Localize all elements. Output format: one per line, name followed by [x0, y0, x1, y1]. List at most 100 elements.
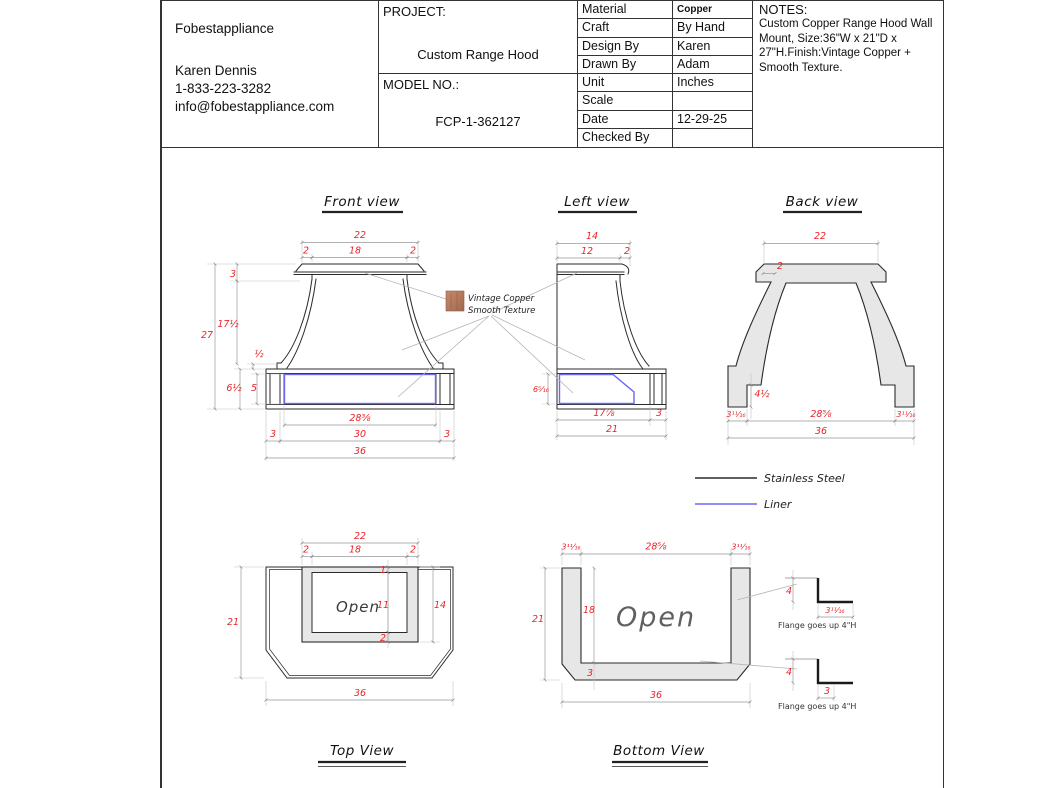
spec-value: 12-29-25	[677, 111, 728, 126]
left-crown-outline	[556, 263, 630, 410]
back-hood-silhouette	[727, 263, 915, 408]
front-ext-left	[207, 263, 300, 410]
company-info-cell: Fobestappliance Karen Dennis 1-833-223-3…	[161, 1, 379, 147]
spec-label: Design By	[578, 37, 673, 55]
front-dim-inner-w: 30	[354, 429, 366, 440]
flange2-dim-width: 3	[824, 686, 830, 697]
top-dim-top-total: 22	[354, 531, 366, 542]
spec-label: Drawn By	[578, 55, 673, 73]
spec-row-date: Date 12-29-25	[578, 110, 752, 129]
project-label: PROJECT:	[383, 4, 446, 19]
bottom-dim-wall-left: 3¹¹⁄₁₆	[561, 543, 581, 552]
front-dim-liner-h: 5	[251, 383, 257, 394]
legend-liner-label: Liner	[764, 498, 793, 511]
sheet-border-left	[160, 0, 162, 788]
top-outer-outline	[265, 566, 454, 679]
bottom-ext-top	[561, 549, 751, 565]
texture-swatch	[445, 290, 465, 312]
front-dim-foot-right: 3	[444, 429, 450, 440]
flange1-dim-height: 4	[786, 586, 792, 597]
front-curve-right-inner	[402, 278, 434, 369]
top-ext-left	[234, 566, 264, 679]
front-curve-right-outer	[406, 278, 440, 364]
texture-leader-lines	[364, 272, 586, 398]
back-dim-foot-left: 3¹¹⁄₁₆	[726, 410, 746, 419]
bottom-dim-wall-right: 3¹¹⁄₁₆	[731, 543, 751, 552]
texture-label-line1: Vintage Copper	[468, 294, 535, 304]
front-dim-liner-w: 28⅜	[349, 413, 371, 424]
top-ext-bottom	[265, 681, 454, 706]
flange2-label: Flange goes up 4"H	[778, 702, 856, 711]
project-model-cell: PROJECT: Custom Range Hood MODEL NO.: FC…	[379, 1, 578, 147]
bottom-open-label: Open	[616, 602, 696, 633]
spec-row-scale: Scale	[578, 92, 752, 111]
top-ext-top	[301, 538, 419, 565]
front-dim-top-left: 2	[303, 246, 309, 257]
front-dim-step: ½	[254, 349, 264, 360]
front-crown-outline	[293, 263, 427, 280]
texture-label-line2: Smooth Texture	[468, 306, 535, 316]
front-curve-left-outer	[280, 278, 313, 364]
project-cell: PROJECT: Custom Range Hood	[379, 1, 577, 74]
sheet-border-right	[942, 0, 944, 788]
spec-label: Craft	[578, 19, 673, 37]
left-view: Left view 14 12 2 6⁵⁄₁₆ 17⅞ 3	[533, 194, 668, 440]
top-view-title: Top View	[330, 743, 394, 759]
spec-row-checked-by: Checked By	[578, 128, 752, 147]
front-dim-total-h: 27	[201, 330, 213, 341]
left-dim-foot: 3	[656, 408, 662, 419]
left-dim-top-total: 14	[586, 231, 598, 242]
spec-value: Inches	[677, 75, 714, 89]
notes-text: Custom Copper Range Hood Wall Mount, Siz…	[759, 18, 933, 74]
front-step-lines	[276, 362, 444, 370]
front-view: Front view 22 2 18 2	[201, 194, 456, 461]
back-view: Back view 22 2 4½ 3¹¹⁄₁₆ 28⅝ 3¹¹⁄₁₆ 36	[726, 194, 916, 445]
flange-leader-lines	[699, 583, 798, 670]
spec-label: Unit	[578, 74, 673, 92]
left-dim-total-w: 21	[606, 424, 618, 435]
flange2-dim-height: 4	[786, 667, 792, 678]
back-ext-bottom	[727, 409, 915, 445]
top-open-area	[311, 572, 408, 633]
contact-name: Karen Dennis	[175, 63, 257, 78]
spec-table: Material Copper Craft By Hand Design By …	[578, 1, 753, 147]
top-outer-inner-line	[269, 569, 451, 676]
top-dim-depth: 21	[227, 617, 239, 628]
left-ext-top	[556, 240, 631, 266]
top-ext-collar	[420, 566, 440, 643]
front-dim-top-right: 2	[410, 246, 416, 257]
spec-row-material: Material Copper	[578, 1, 752, 20]
spec-value: By Hand	[677, 20, 725, 35]
front-dim-total-w: 36	[354, 446, 366, 457]
flange2-step-profile	[816, 659, 853, 685]
back-dim-offset: 2	[777, 261, 783, 272]
model-cell: MODEL NO.: FCP-1-362127	[379, 74, 577, 147]
top-dim-collar-h: 14	[434, 600, 446, 611]
spec-label: Date	[578, 110, 673, 128]
texture-swatch-streaks	[450, 292, 458, 310]
top-view: Top View Open 1 11 2 22 2 18 2	[227, 531, 455, 767]
bottom-dim-band: 3	[587, 668, 593, 679]
spec-value: Adam	[677, 56, 710, 71]
top-dim-top-left: 2	[303, 545, 309, 556]
company-name: Fobestappliance	[175, 21, 275, 36]
bottom-dim-total-w: 36	[650, 690, 662, 701]
contact-email: info@fobestappliance.com	[175, 99, 335, 114]
back-dim-top-w: 22	[814, 231, 826, 242]
left-dim-top-right: 2	[624, 246, 630, 257]
back-view-title: Back view	[786, 194, 859, 210]
front-curve-left-inner	[286, 278, 317, 369]
front-dim-top-total: 22	[354, 230, 366, 241]
left-curve-inner	[615, 280, 644, 370]
left-dim-liner-w: 17⅞	[593, 408, 615, 419]
top-dim-open-h: 11	[377, 600, 389, 611]
left-view-title: Left view	[564, 194, 630, 210]
front-dim-crown-h: 3	[230, 269, 236, 280]
front-dim-body-h: 17½	[217, 319, 239, 330]
texture-callout: Vintage Copper Smooth Texture	[364, 272, 586, 398]
legend-stainless-label: Stainless Steel	[764, 472, 845, 485]
front-dim-foot-left: 3	[270, 429, 276, 440]
spec-label: Material	[578, 1, 673, 19]
back-dim-mid-w: 28⅝	[810, 409, 832, 420]
